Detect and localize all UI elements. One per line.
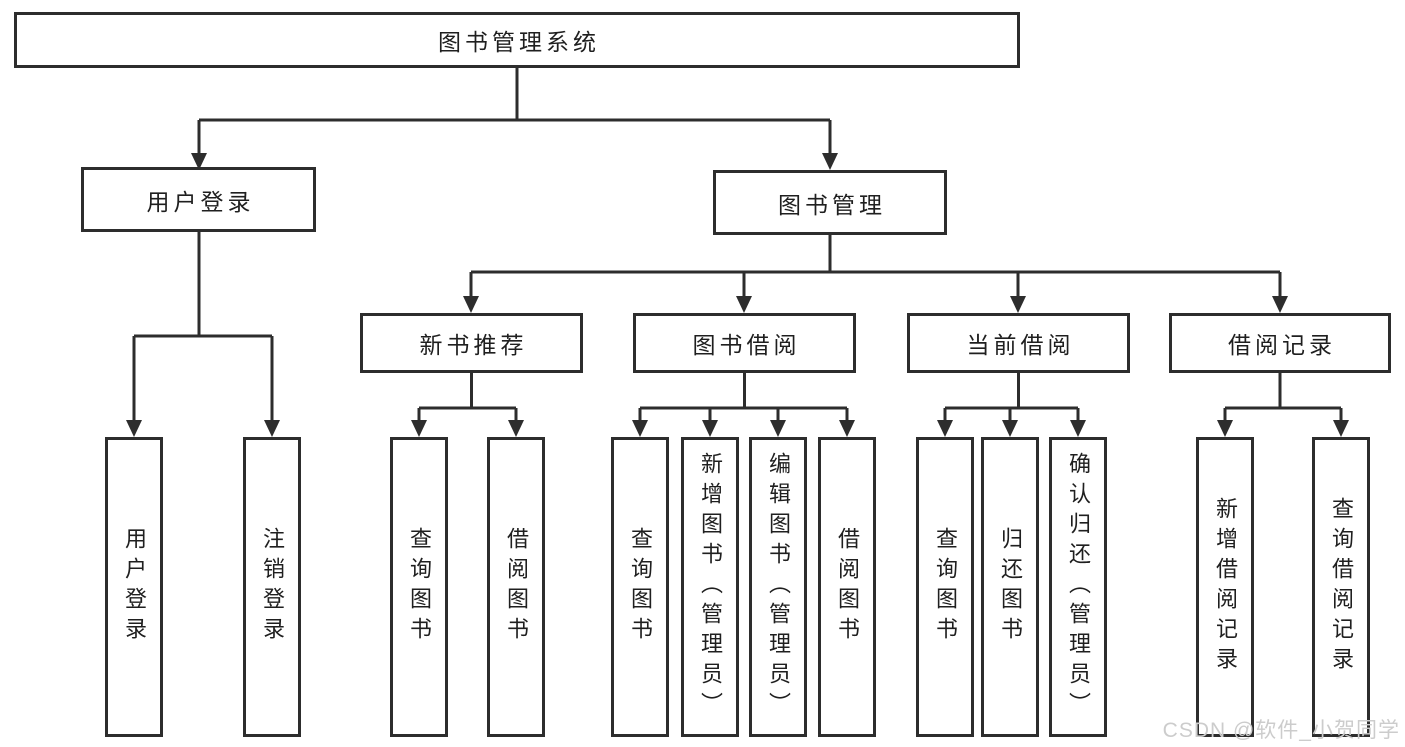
leaf-confirm-return-admin: 确认归还（管理员） — [1049, 437, 1107, 737]
arrow-down-icon — [411, 420, 427, 437]
arrow-down-icon — [264, 420, 280, 437]
leaf-query-book-current: 查询图书 — [916, 437, 974, 737]
leaf-user-login: 用户登录 — [105, 437, 163, 737]
node-current-borrow: 当前借阅 — [907, 313, 1130, 373]
arrow-down-icon — [839, 420, 855, 437]
leaf-logout: 注销登录 — [243, 437, 301, 737]
arrow-down-icon — [1070, 420, 1086, 437]
connector-userlogin-to-leaves — [132, 232, 274, 423]
arrow-down-icon — [191, 153, 207, 170]
leaf-query-book-borrow: 查询图书 — [611, 437, 669, 737]
node-borrow-record: 借阅记录 — [1169, 313, 1391, 373]
arrow-down-icon — [937, 420, 953, 437]
arrow-down-icon — [126, 420, 142, 437]
leaf-return-book: 归还图书 — [981, 437, 1039, 737]
node-user-login: 用户登录 — [81, 167, 316, 232]
arrow-down-icon — [822, 153, 838, 170]
node-new-book-recommend: 新书推荐 — [360, 313, 583, 373]
leaf-add-book-admin: 新增图书（管理员） — [681, 437, 739, 737]
node-book-borrow: 图书借阅 — [633, 313, 856, 373]
connector-bookborrow-to-leaves — [638, 373, 849, 424]
arrow-down-icon — [1333, 420, 1349, 437]
arrow-down-icon — [702, 420, 718, 437]
arrow-down-icon — [1010, 296, 1026, 313]
node-library-management-system: 图书管理系统 — [14, 12, 1020, 68]
connector-borrowrecord-to-leaves — [1223, 373, 1343, 424]
arrow-down-icon — [770, 420, 786, 437]
arrow-down-icon — [463, 296, 479, 313]
node-book-management: 图书管理 — [713, 170, 947, 235]
leaf-query-book-recommend: 查询图书 — [390, 437, 448, 737]
csdn-watermark: CSDN @软件_小贺同学 — [1162, 719, 1400, 742]
arrow-down-icon — [508, 420, 524, 437]
connector-newbookrec-to-leaves — [417, 373, 518, 424]
leaf-edit-book-admin: 编辑图书（管理员） — [749, 437, 807, 737]
leaf-borrow-book: 借阅图书 — [818, 437, 876, 737]
arrow-down-icon — [1272, 296, 1288, 313]
connector-currentborrow-to-leaves — [943, 373, 1080, 424]
connector-root-to-level2 — [197, 68, 832, 156]
arrow-down-icon — [632, 420, 648, 437]
leaf-borrow-book-recommend: 借阅图书 — [487, 437, 545, 737]
leaf-query-borrow-record: 查询借阅记录 — [1312, 437, 1370, 737]
leaf-add-borrow-record: 新增借阅记录 — [1196, 437, 1254, 737]
arrow-down-icon — [736, 296, 752, 313]
arrow-down-icon — [1217, 420, 1233, 437]
connector-bookmgmt-to-level3 — [469, 235, 1282, 299]
arrow-down-icon — [1002, 420, 1018, 437]
